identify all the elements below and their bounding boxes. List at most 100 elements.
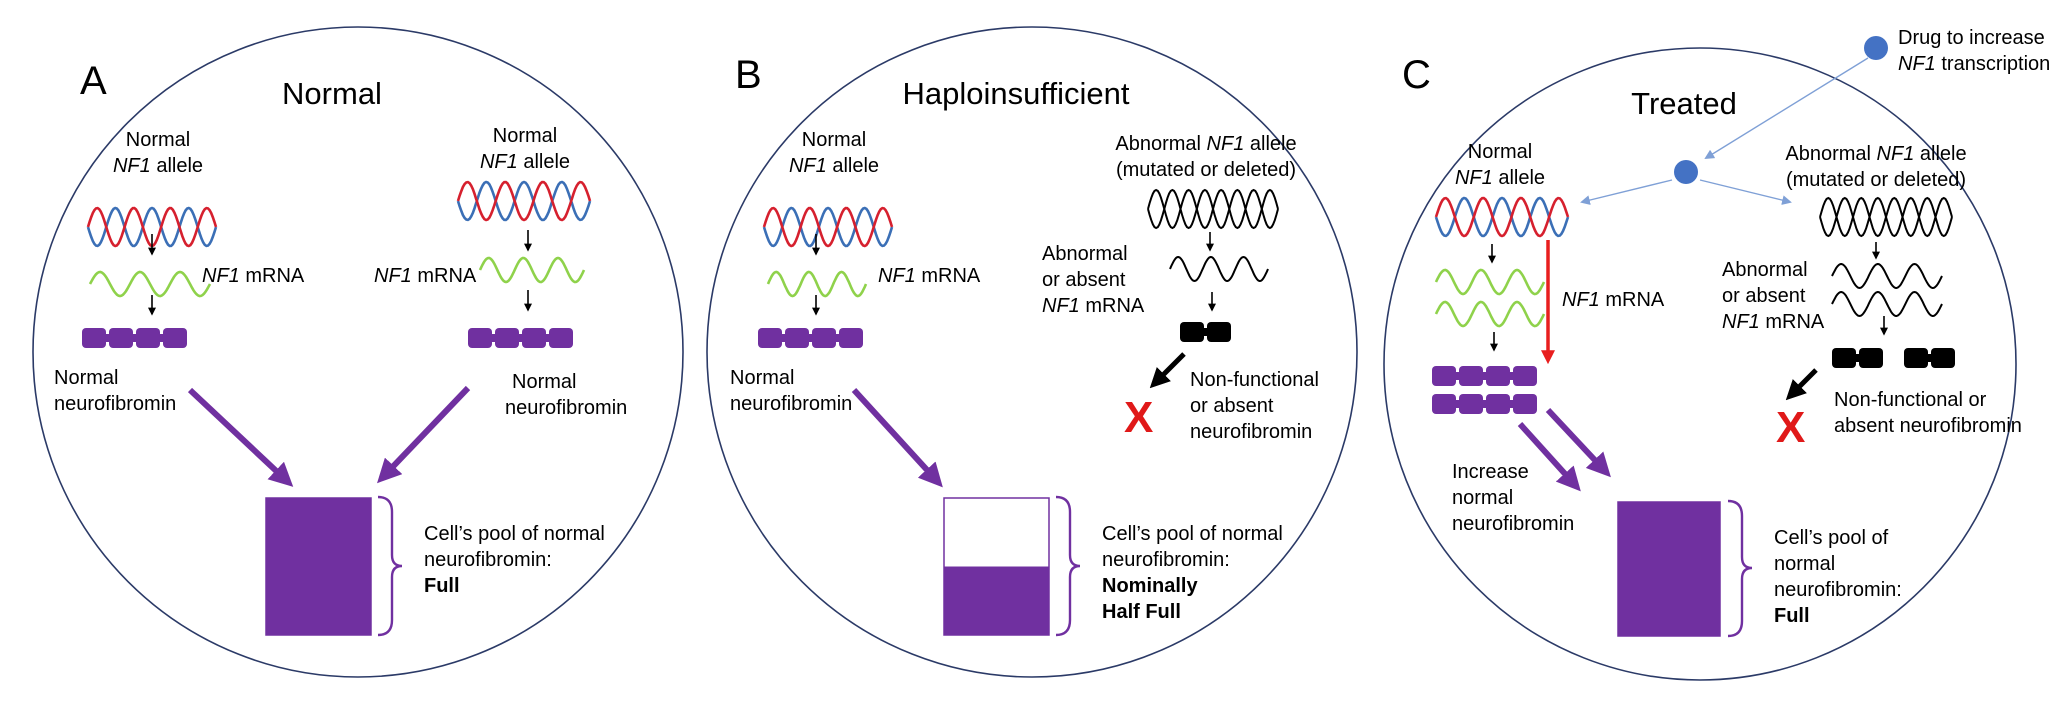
- purple-arrow: [187, 387, 294, 487]
- svg-text:Normal: Normal: [730, 367, 794, 389]
- right-allele-label: Normal NF1 allele: [480, 125, 570, 173]
- svg-text:Non-functional or: Non-functional or: [1834, 389, 1987, 411]
- svg-text:normal: normal: [1452, 487, 1513, 509]
- panel-title: Treated: [1631, 86, 1737, 121]
- svg-text:or absent: or absent: [1190, 395, 1274, 417]
- black-arrow: [1785, 368, 1818, 401]
- svg-text:Half Full: Half Full: [1102, 601, 1181, 623]
- svg-text:Normal: Normal: [493, 125, 557, 147]
- dna-icon: [1434, 196, 1570, 238]
- svg-text:neurofibromin: neurofibromin: [54, 393, 176, 415]
- purple-arrow: [1517, 421, 1581, 492]
- svg-text:Abnormal: Abnormal: [1042, 243, 1128, 265]
- dna-icon: [456, 180, 592, 222]
- pool-label: Cell’s pool of normal neurofibromin: Ful…: [424, 523, 605, 597]
- svg-text:Non-functional: Non-functional: [1190, 369, 1319, 391]
- svg-text:Full: Full: [424, 575, 460, 597]
- svg-text:Normal: Normal: [512, 371, 576, 393]
- abnormal-mrna-icon: [1169, 255, 1269, 283]
- panel-letter: B: [735, 53, 762, 97]
- left-protein-label: Normal neurofibromin: [54, 367, 176, 415]
- svg-text:neurofibromin: neurofibromin: [505, 397, 627, 419]
- svg-text:(mutated or deleted): (mutated or deleted): [1116, 159, 1296, 181]
- left-allele-label: Normal NF1 allele: [1455, 141, 1545, 189]
- svg-text:Abnormal: Abnormal: [1722, 259, 1808, 281]
- panel-title: Haploinsufficient: [903, 76, 1130, 111]
- cell-circle: [706, 26, 1358, 678]
- svg-text:Full: Full: [1774, 605, 1810, 627]
- purple-arrow: [1545, 407, 1611, 478]
- blue-arrow: [1580, 179, 1673, 205]
- mrna-label: NF1 mRNA: [374, 265, 477, 287]
- cell-circle: [32, 26, 684, 678]
- brace: [1727, 499, 1753, 638]
- x-mark: X: [1776, 403, 1805, 452]
- abnormal-mrna-icon: [1831, 262, 1943, 290]
- svg-text:Cell’s pool of: Cell’s pool of: [1774, 527, 1889, 549]
- mrna-icon: [478, 256, 586, 284]
- right-protein-label: Normal neurofibromin: [505, 371, 627, 419]
- dna-icon: [762, 206, 894, 248]
- panel-title: Normal: [282, 76, 382, 111]
- svg-text:(mutated or deleted): (mutated or deleted): [1786, 169, 1966, 191]
- cell-circle: [1383, 47, 2017, 681]
- left-allele-label: Normal NF1 allele: [113, 129, 203, 177]
- svg-text:NF1 mRNA: NF1 mRNA: [1722, 311, 1825, 333]
- nonfunctional-label: Non-functional or absent neurofibromin: [1190, 369, 1319, 443]
- mrna-icon: [88, 270, 212, 298]
- svg-text:absent neurofibromin: absent neurofibromin: [1834, 415, 2022, 437]
- mutant-protein-icon: [1832, 348, 1883, 368]
- pool-box: [1617, 501, 1721, 637]
- svg-text:Abnormal NF1 allele: Abnormal NF1 allele: [1115, 133, 1296, 155]
- svg-text:Increase: Increase: [1452, 461, 1529, 483]
- svg-text:NF1 allele: NF1 allele: [1455, 167, 1545, 189]
- protein-icon: [82, 328, 187, 348]
- protein-icon: [1432, 366, 1537, 386]
- svg-text:NF1 allele: NF1 allele: [789, 155, 879, 177]
- brace: [377, 495, 403, 637]
- svg-text:Drug to increase: Drug to increase: [1898, 27, 2045, 49]
- pool-box: [943, 497, 1050, 636]
- svg-text:NF1 transcription: NF1 transcription: [1898, 53, 2050, 75]
- drug-molecule-icon: [1674, 160, 1698, 184]
- svg-text:Normal: Normal: [126, 129, 190, 151]
- mrna-label: NF1 mRNA: [1562, 289, 1665, 311]
- mrna-icon: [1434, 268, 1546, 296]
- panel-letter: A: [80, 59, 107, 103]
- mrna-label: NF1 mRNA: [878, 265, 981, 287]
- x-mark: X: [1124, 393, 1153, 442]
- svg-text:Nominally: Nominally: [1102, 575, 1198, 597]
- pool-label: Cell’s pool of normal neurofibromin: Ful…: [1774, 527, 1902, 627]
- drug-label: Drug to increase NF1 transcription: [1898, 27, 2050, 75]
- drug-icon: [1864, 36, 1888, 60]
- panel-b: B Haploinsufficient Normal NF1 allele NF…: [706, 26, 1358, 678]
- svg-text:or absent: or absent: [1042, 269, 1126, 291]
- svg-text:neurofibromin: neurofibromin: [1452, 513, 1574, 535]
- svg-text:neurofibromin:: neurofibromin:: [1102, 549, 1230, 571]
- pool-box: [265, 497, 372, 636]
- purple-arrow: [851, 387, 943, 488]
- panel-letter: C: [1402, 53, 1431, 97]
- left-protein-label: Normal neurofibromin: [730, 367, 852, 415]
- svg-text:Abnormal NF1 allele: Abnormal NF1 allele: [1785, 143, 1966, 165]
- mutant-dna-icon: [1147, 188, 1279, 230]
- abnormal-allele-label: Abnormal NF1 allele (mutated or deleted): [1115, 133, 1296, 181]
- protein-icon: [1432, 394, 1537, 414]
- mutant-protein-icon: [1904, 348, 1955, 368]
- abnormal-mrna-label: Abnormal or absent NF1 mRNA: [1722, 259, 1825, 333]
- protein-icon: [758, 328, 863, 348]
- svg-text:neurofibromin: neurofibromin: [730, 393, 852, 415]
- panel-c: C Treated Drug to increase NF1 transcrip…: [1383, 27, 2050, 681]
- svg-text:or absent: or absent: [1722, 285, 1806, 307]
- mrna-icon: [1434, 300, 1546, 328]
- abnormal-mrna-icon: [1831, 290, 1943, 318]
- brace: [1055, 495, 1081, 637]
- mutant-dna-icon: [1819, 196, 1953, 238]
- left-allele-label: Normal NF1 allele: [789, 129, 879, 177]
- panel-a: A Normal Normal NF1 allele NF1 mRNA Norm…: [32, 26, 684, 678]
- svg-text:neurofibromin:: neurofibromin:: [424, 549, 552, 571]
- svg-text:Normal: Normal: [1468, 141, 1532, 163]
- svg-text:neurofibromin:: neurofibromin:: [1774, 579, 1902, 601]
- black-arrow: [1149, 352, 1186, 389]
- abnormal-allele-label: Abnormal NF1 allele (mutated or deleted): [1785, 143, 1966, 191]
